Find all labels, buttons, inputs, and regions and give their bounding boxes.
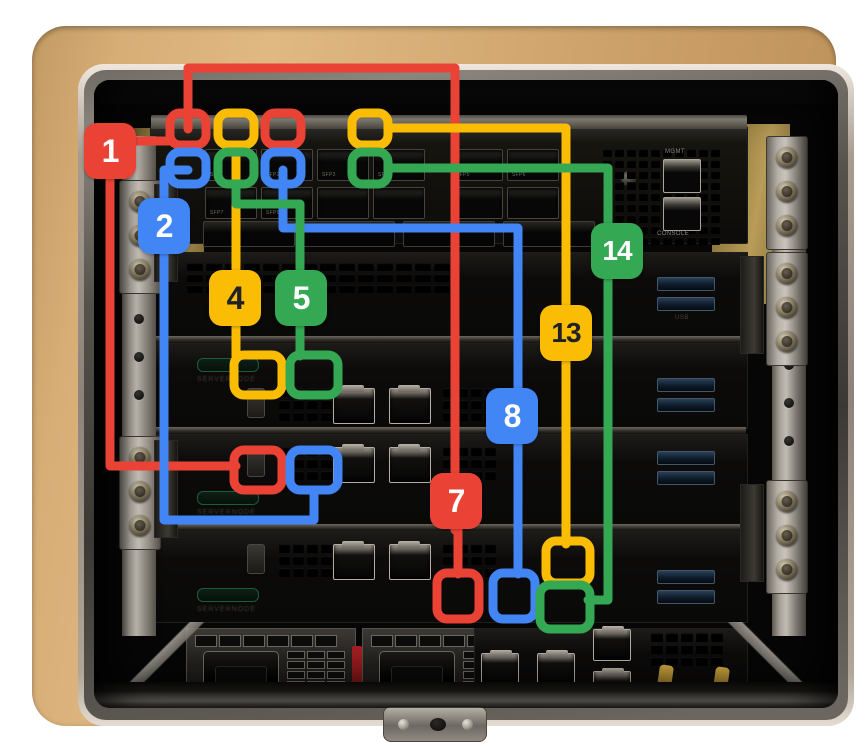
annotation-badge-5[interactable]: 5 — [275, 270, 327, 326]
node1-usb-label: USB — [675, 315, 689, 321]
psu1-vent-top — [195, 635, 337, 647]
sfp-port-3: SFP3 — [317, 149, 369, 181]
qsfp-port-2 — [303, 221, 395, 247]
annotation-badge-1[interactable]: 1 — [84, 123, 136, 179]
node3-status-led — [197, 491, 259, 505]
qsfp-port-4 — [503, 221, 595, 247]
sfp-label-4: SFP4 — [378, 172, 392, 178]
annotation-badge-13[interactable]: 13 — [540, 305, 592, 361]
node3-usb-1 — [657, 451, 715, 465]
sfp-port-2: SFP2 — [261, 149, 313, 181]
node4-status-led — [197, 588, 259, 602]
annotation-badge-label: 13 — [551, 317, 581, 348]
bottom-io-vent — [651, 633, 723, 666]
latch-screw-right — [462, 719, 473, 730]
sfp-port-12 — [507, 187, 559, 219]
mgmt-port-1 — [663, 159, 701, 193]
sfp-port-8: SFP8 — [261, 187, 313, 219]
annotation-badge-8[interactable]: 8 — [486, 388, 538, 444]
case-interior: SFP1 SFP2 SFP3 SFP4 SFP5 SFP6 SFP7 SFP8 — [94, 80, 838, 708]
sfp-label-2: SFP2 — [266, 172, 280, 178]
node2-brand: SERVERNODE — [197, 376, 256, 383]
node4-handle — [247, 544, 265, 574]
sfp-port-4: SFP4 — [373, 149, 425, 181]
latch-screw-left — [398, 719, 409, 730]
node2-rj45-2 — [389, 385, 431, 424]
rail-right-screw-block-top — [766, 136, 808, 250]
annotation-badge-14[interactable]: 14 — [591, 223, 643, 279]
annotation-badge-label: 5 — [292, 280, 311, 316]
latch-knob[interactable] — [430, 718, 446, 731]
node2-status-led — [197, 358, 259, 372]
annotation-badge-label: 2 — [155, 208, 174, 244]
annotation-badge-label: 14 — [602, 235, 632, 266]
annotation-badge-label: 1 — [101, 133, 120, 169]
qsfp-port-3 — [403, 221, 495, 247]
sfp-port-1: SFP1 — [205, 149, 257, 181]
rail-right-ear-top — [740, 256, 764, 354]
sfp-label-1: SFP1 — [210, 172, 224, 178]
annotation-badge-label: 7 — [447, 483, 466, 519]
rail-left-ear-bottom — [154, 440, 178, 538]
bottom-rj45-3 — [593, 626, 631, 661]
network-switch: SFP1 SFP2 SFP3 SFP4 SFP5 SFP6 SFP7 SFP8 — [150, 115, 748, 247]
node3-usb-2 — [657, 471, 715, 485]
node3-brand: SERVERNODE — [197, 509, 256, 516]
sfp-port-6: SFP6 — [507, 149, 559, 181]
rail-right-ear-bottom — [740, 484, 764, 582]
sfp-port-9 — [317, 187, 369, 219]
transit-case-frame: SFP1 SFP2 SFP3 SFP4 SFP5 SFP6 SFP7 SFP8 — [32, 26, 854, 726]
psu1-release-tab[interactable] — [352, 646, 362, 692]
node4-rj45-1 — [333, 541, 375, 580]
node4-usb-1 — [657, 570, 715, 584]
node2-usb-2 — [657, 398, 715, 412]
interior-top-shadow — [94, 80, 838, 104]
annotation-badge-7[interactable]: 7 — [430, 473, 482, 529]
sfp-label-3: SFP3 — [322, 172, 336, 178]
annotation-badge-label: 8 — [503, 398, 522, 434]
node4-vent-2 — [443, 544, 496, 577]
sfp-label-6: SFP6 — [512, 172, 526, 178]
annotation-badge-4[interactable]: 4 — [209, 270, 261, 326]
bottom-rj45-2 — [537, 650, 575, 685]
sfp-port-7: SFP7 — [205, 187, 257, 219]
qsfp-port-1 — [203, 221, 295, 247]
case-floor — [94, 682, 838, 708]
server-node-4: SERVERNODE — [150, 531, 748, 623]
sfp-label-7: SFP7 — [210, 210, 224, 216]
rail-right-screw-block-mid — [766, 252, 808, 366]
node4-rj45-2 — [389, 541, 431, 580]
mgmt-label-top: MGMT — [665, 149, 685, 155]
node3-rj45-2 — [389, 444, 431, 483]
node2-handle — [247, 388, 265, 418]
sfp-port-5: SFP5 — [451, 149, 503, 181]
mgmt-port-2 — [663, 197, 701, 231]
case-latch[interactable] — [383, 706, 487, 742]
node1-usb-2 — [657, 297, 715, 311]
sfp-label-8: SFP8 — [266, 210, 280, 216]
switch-top-cover — [151, 115, 747, 129]
node2-usb-1 — [657, 378, 715, 392]
node2-rj45-1 — [333, 385, 375, 424]
node1-usb-1 — [657, 277, 715, 291]
bottom-rj45-1 — [481, 650, 519, 685]
node4-brand: SERVERNODE — [197, 606, 256, 613]
node3-rj45-1 — [333, 444, 375, 483]
node3-handle — [247, 447, 265, 477]
sfp-port-11 — [451, 187, 503, 219]
node3-vent — [279, 447, 332, 480]
sfp-port-10 — [373, 187, 425, 219]
annotation-badge-2[interactable]: 2 — [138, 198, 190, 254]
mgmt-label-bottom: CONSOLE — [657, 231, 690, 237]
rail-right-screw-block-bottom — [766, 480, 808, 594]
sfp-label-5: SFP5 — [456, 172, 470, 178]
node-separator-1 — [150, 336, 746, 343]
node2-vent — [279, 388, 332, 421]
server-node-2: SERVERNODE — [150, 343, 748, 429]
node4-vent — [279, 544, 332, 577]
node4-usb-2 — [657, 590, 715, 604]
annotation-badge-label: 4 — [226, 280, 245, 316]
node-separator-2 — [150, 427, 746, 434]
